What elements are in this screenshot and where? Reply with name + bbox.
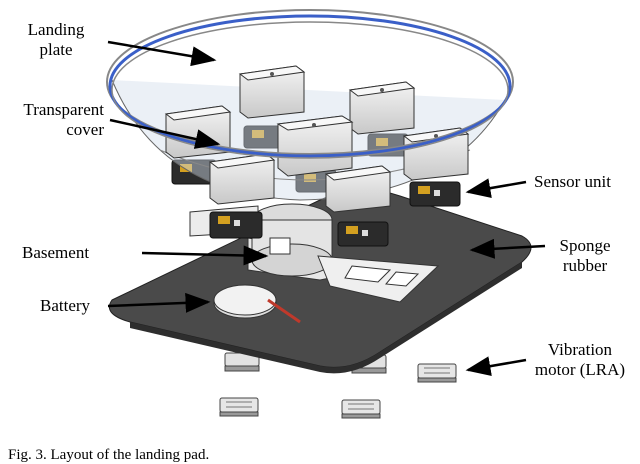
figure-caption: Fig. 3. Layout of the landing pad. [8, 447, 210, 463]
label-battery: Battery [40, 296, 91, 315]
sensor-units [171, 125, 461, 247]
arrow-battery [107, 292, 211, 313]
label-transparent-cover: Transparent cover [23, 100, 104, 139]
callout-arrows [107, 40, 546, 377]
arrow-vibration-motor [465, 356, 527, 377]
label-landing-plate: Landing plate [27, 20, 85, 59]
arrow-sensor-unit [465, 178, 527, 199]
arrow-landing-plate [107, 40, 217, 67]
landing-plate-ring [106, 9, 514, 159]
housing-blocks [164, 65, 470, 213]
label-sensor-unit: Sensor unit [534, 172, 611, 191]
arrow-transparent-cover [109, 118, 221, 149]
battery-cell [213, 284, 301, 324]
arrow-sponge-rubber [469, 238, 546, 259]
label-sponge-rubber: Sponge rubber [559, 236, 611, 275]
label-vibration-motor: Vibration motor (LRA) [534, 340, 626, 379]
arrow-basement [141, 245, 269, 266]
label-basement: Basement [22, 243, 90, 262]
